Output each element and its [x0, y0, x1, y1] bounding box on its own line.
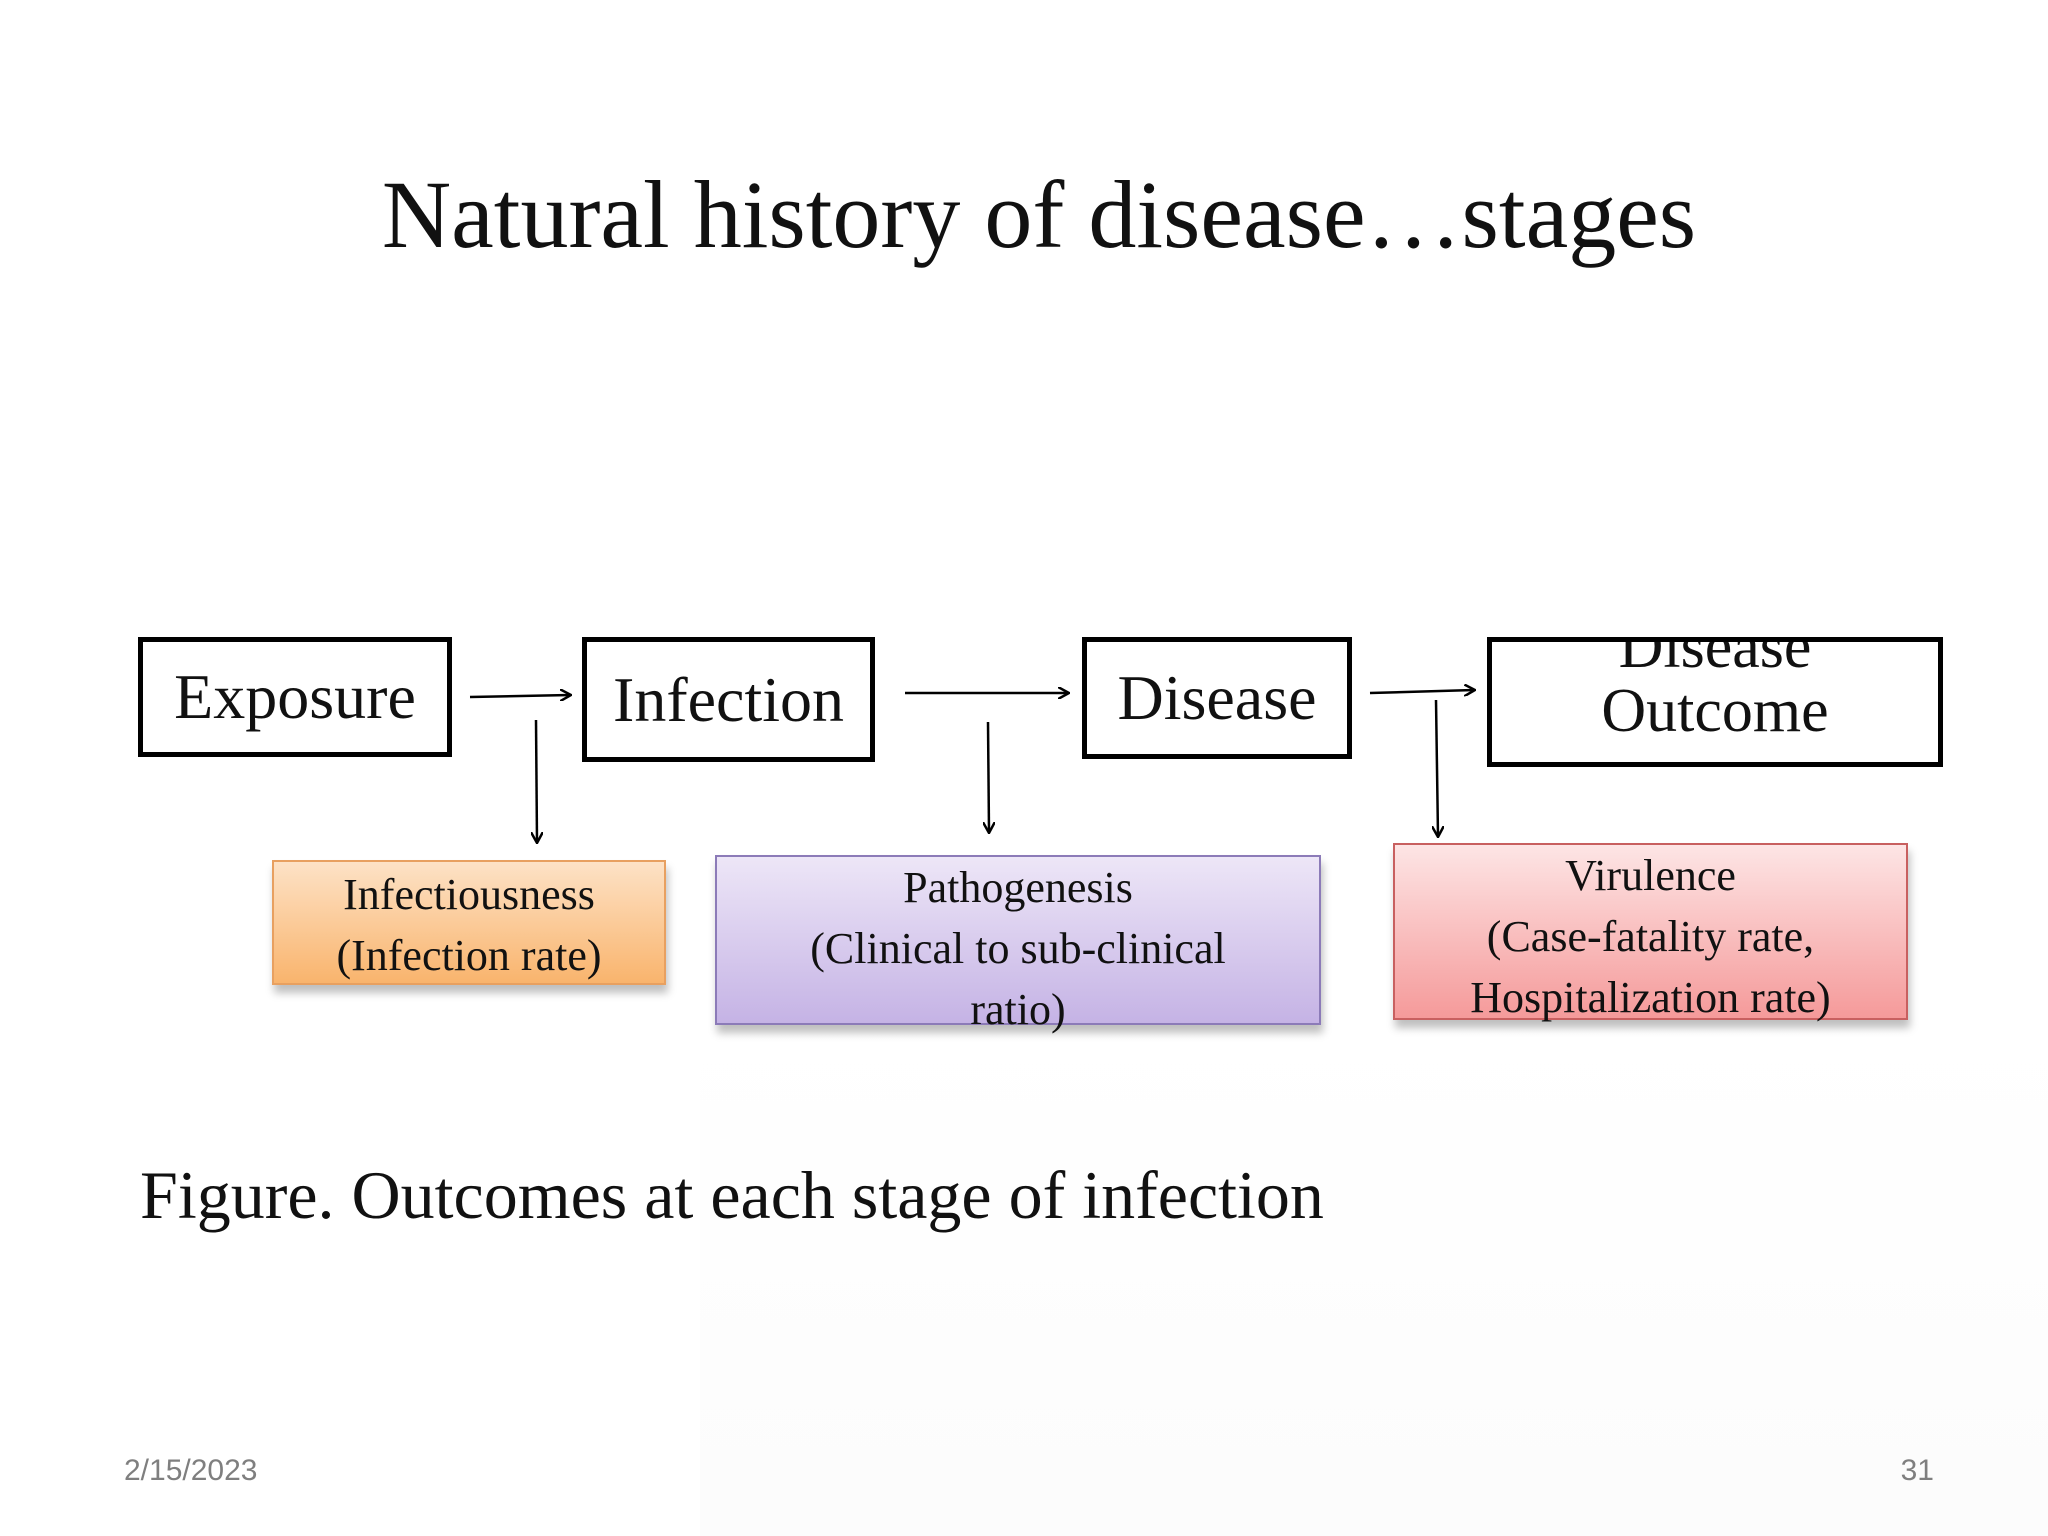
pathogenesis-detail-2: ratio) — [970, 985, 1066, 1034]
stage-disease-label: Disease — [1117, 662, 1317, 733]
background-panel — [700, 1020, 2048, 1536]
infectiousness-box: Infectiousness (Infection rate) — [272, 860, 666, 985]
arrow-to-pathogenesis — [988, 721, 989, 832]
slide-title: Natural history of disease…stages — [381, 161, 1697, 268]
stage-infection-box: Infection — [582, 637, 875, 762]
stage-outcome-line1: Disease — [1618, 637, 1812, 681]
pathogenesis-title: Pathogenesis — [903, 863, 1133, 912]
virulence-title: Virulence — [1565, 851, 1736, 900]
stage-exposure-box: Exposure — [138, 637, 452, 757]
stage-outcome-label: Disease Outcome — [1601, 637, 1829, 752]
stage-infection-label: Infection — [613, 663, 844, 735]
arrow-exposure-to-infection — [469, 695, 570, 697]
arrow-to-infectiousness — [536, 719, 537, 842]
virulence-box: Virulence (Case-fatality rate, Hospitali… — [1393, 843, 1908, 1022]
figure-caption: Figure. Outcomes at each stage of infect… — [140, 1157, 1324, 1233]
stage-outcome-line2: Outcome — [1601, 677, 1829, 745]
stage-outcome-box: Disease Outcome — [1487, 637, 1943, 767]
pathogenesis-box: Pathogenesis (Clinical to sub-clinical r… — [715, 855, 1321, 1034]
virulence-detail-1: (Case-fatality rate, — [1486, 912, 1815, 961]
stage-disease-box: Disease — [1082, 637, 1352, 759]
arrow-disease-to-outcome — [1369, 690, 1474, 693]
pathogenesis-detail-1: (Clinical to sub-clinical — [810, 924, 1226, 973]
virulence-detail-2: Hospitalization rate) — [1470, 973, 1831, 1022]
stage-exposure-label: Exposure — [174, 661, 416, 732]
infectiousness-detail: (Infection rate) — [336, 931, 602, 980]
infectiousness-title: Infectiousness — [343, 870, 595, 919]
footer-date: 2/15/2023 — [124, 1454, 258, 1487]
arrow-to-virulence — [1436, 699, 1438, 836]
slide-number: 31 — [1900, 1454, 1934, 1487]
